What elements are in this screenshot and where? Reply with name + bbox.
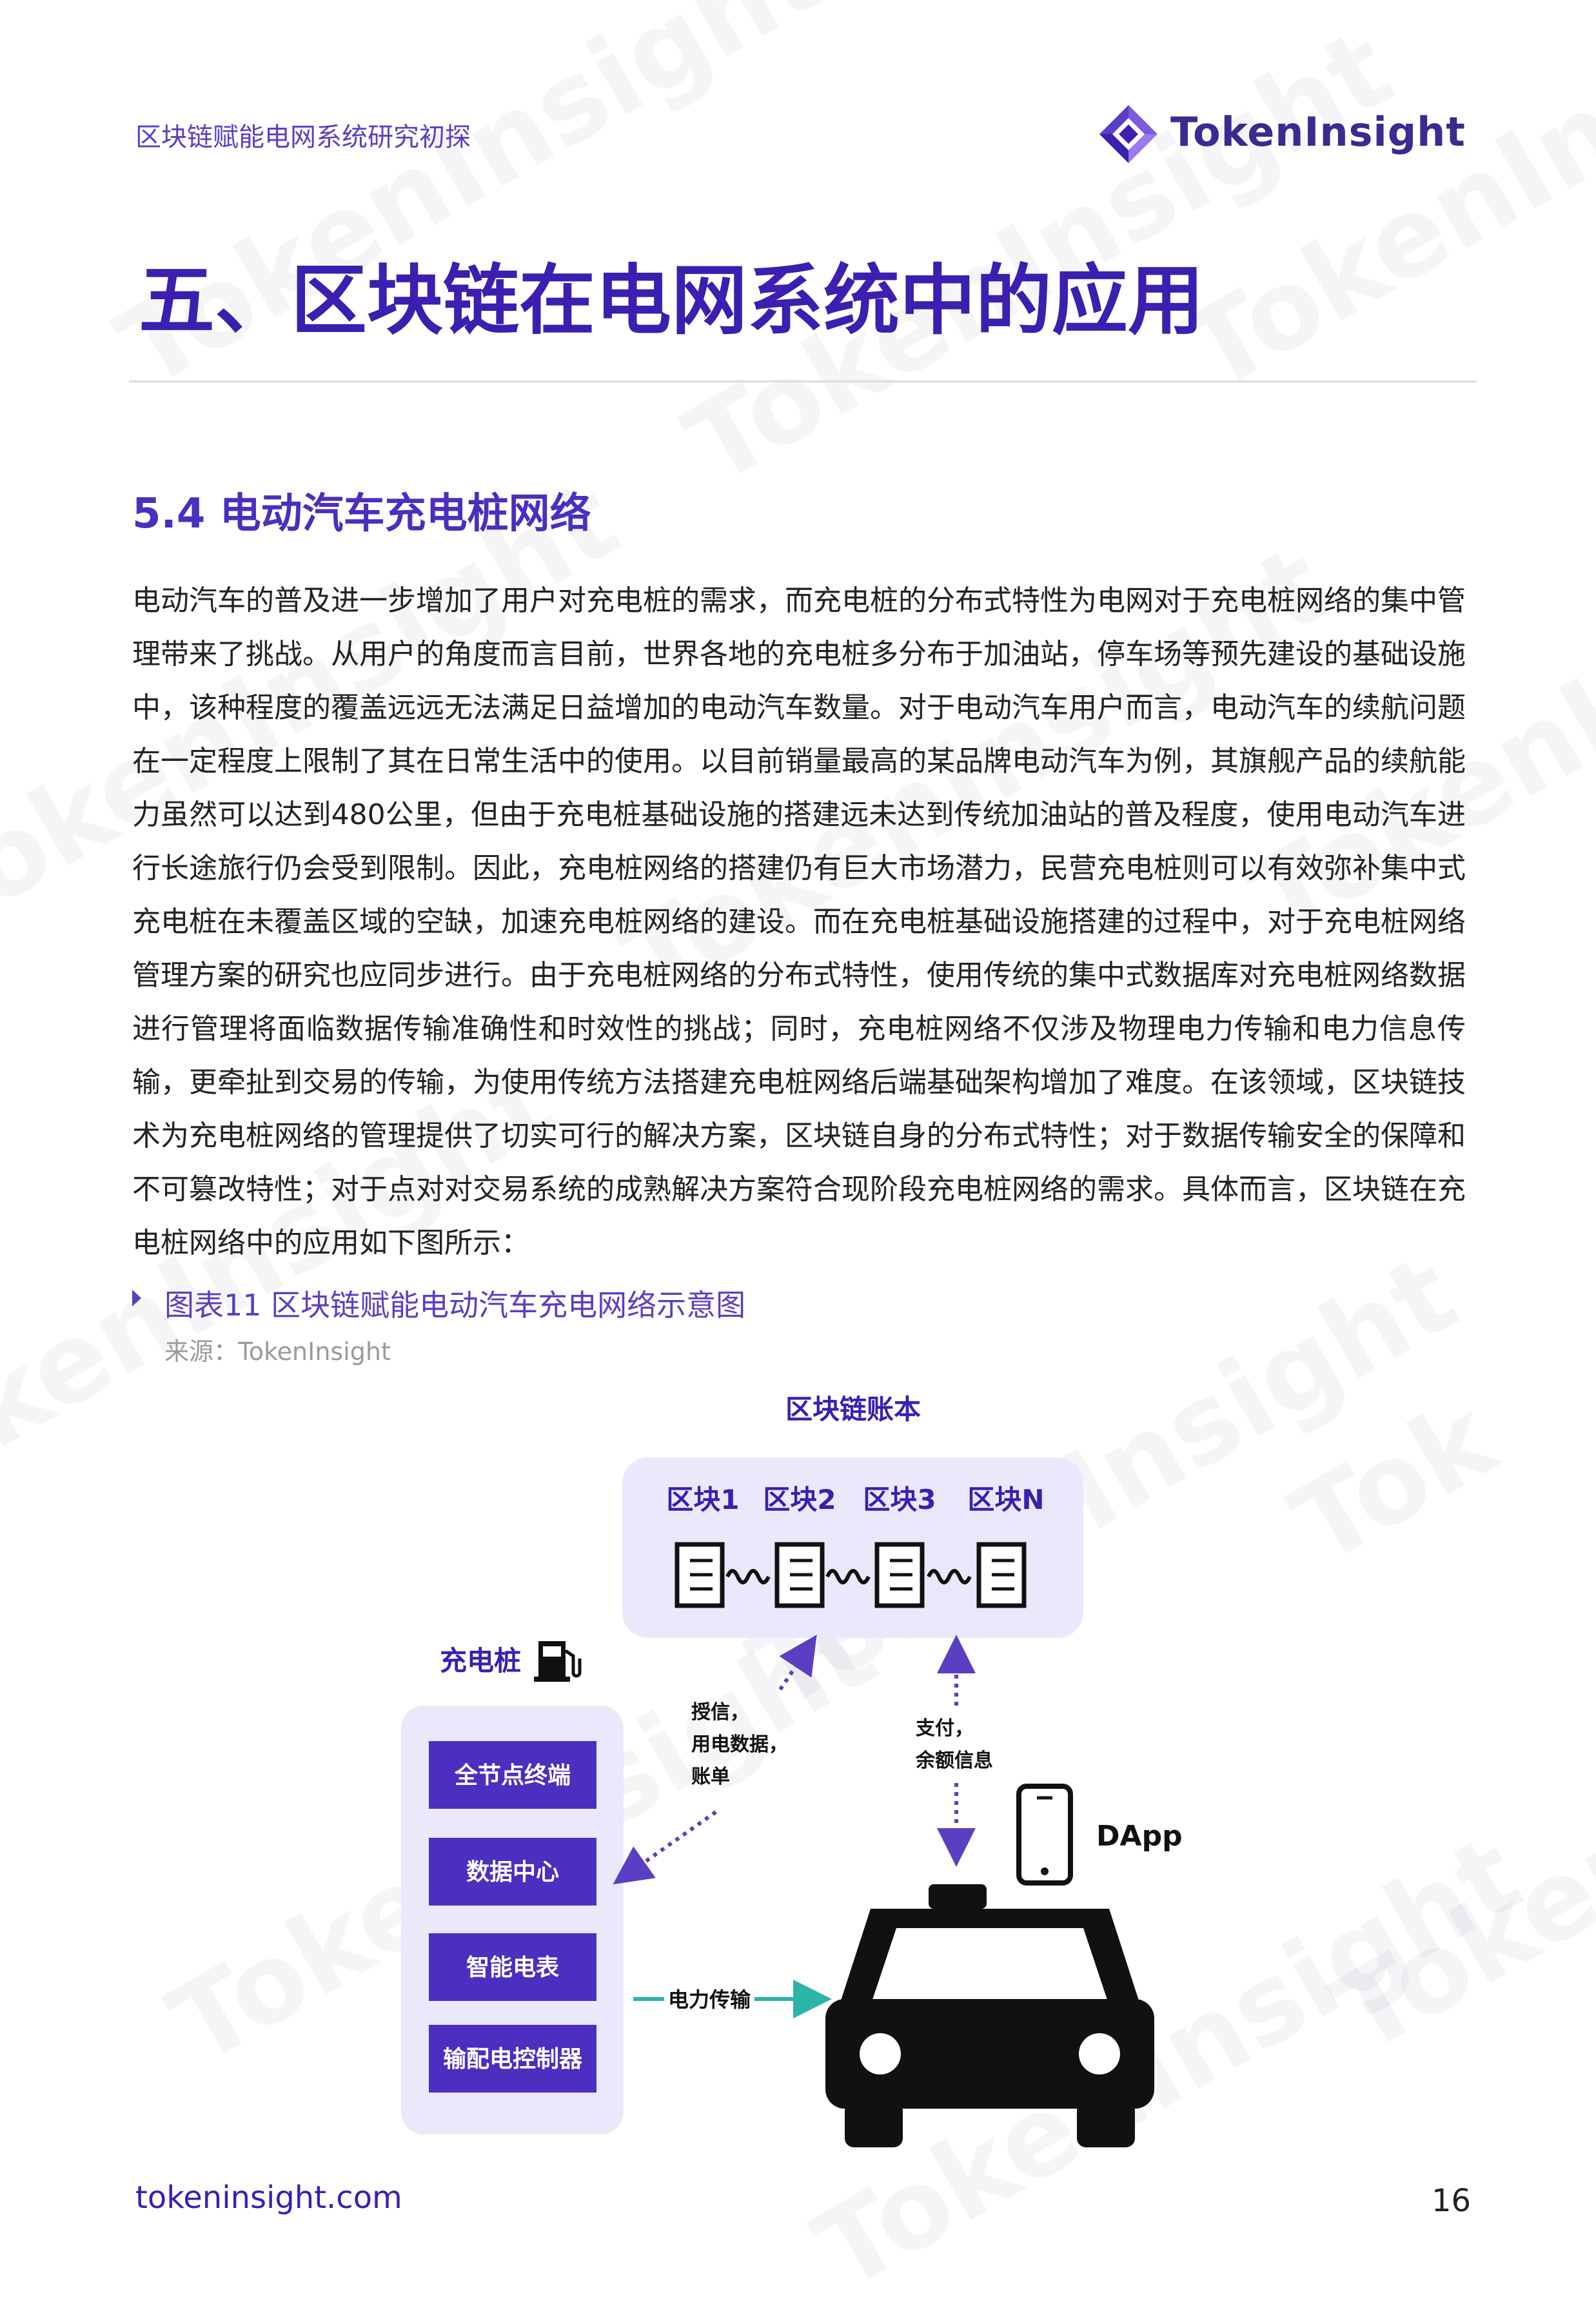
title-divider <box>129 380 1477 382</box>
ledger-title: 区块链账本 <box>785 1394 921 1425</box>
page-number: 16 <box>1432 2183 1472 2219</box>
block-document-icon <box>774 1542 825 1608</box>
taxi-car-icon <box>825 1884 1154 2147</box>
auth-label-line: 用电数据， <box>691 1733 788 1756</box>
auth-arrow-up <box>778 1635 817 1691</box>
dapp-label: DApp <box>1096 1820 1183 1853</box>
chain-link-icon <box>725 1569 972 1584</box>
payment-label-line: 余额信息 <box>915 1749 993 1772</box>
charger-item-box <box>429 2025 596 2093</box>
charger-item-box <box>429 1933 596 2001</box>
watermark: TokenIns <box>1165 34 1596 416</box>
brand-logo-icon <box>1099 105 1158 163</box>
auth-arrow-down <box>613 1810 717 1885</box>
watermark: Tok <box>1272 1375 1517 1590</box>
block-document-icon <box>675 1542 725 1608</box>
section-title: 5.4 电动汽车充电桩网络 <box>132 490 591 538</box>
charger-item-label: 全节点终端 <box>454 1762 571 1789</box>
charger-item-box <box>429 1741 596 1809</box>
charger-title: 充电桩 <box>440 1645 521 1677</box>
ev-charging-diagram: 区块链账本 区块1 区块2 区块3 区块N 充电桩 <box>401 1394 1183 2147</box>
block-label: 区块2 <box>763 1484 836 1515</box>
header-doc-title: 区块链赋能电网系统研究初探 <box>135 123 471 152</box>
smartphone-icon <box>1016 1784 1073 1886</box>
auth-label-line: 账单 <box>691 1766 730 1788</box>
block-label: 区块1 <box>666 1484 739 1515</box>
charger-item-label: 输配电控制器 <box>443 2046 583 2073</box>
ledger-box <box>622 1457 1083 1638</box>
block-document-icon <box>976 1542 1027 1608</box>
watermark: Token <box>1314 1789 1596 2079</box>
caption-triangle-icon <box>132 1290 141 1306</box>
watermark: TokenInsight <box>98 0 845 413</box>
block-document-icon <box>874 1542 925 1608</box>
chapter-title: 五、区块链在电网系统中的应用 <box>139 256 1205 345</box>
power-label: 电力传输 <box>668 1987 751 2012</box>
payment-label-line: 支付， <box>916 1717 974 1740</box>
block-label: 区块3 <box>863 1484 936 1515</box>
brand-name: TokenInsight <box>1170 108 1466 155</box>
charger-item-label: 智能电表 <box>466 1955 559 1981</box>
footer-url[interactable]: tokeninsight.com <box>135 2180 402 2216</box>
fuel-pump-icon <box>534 1641 582 1682</box>
auth-label-line: 授信， <box>691 1701 749 1724</box>
figure-caption: 图表11 区块链赋能电动汽车充电网络示意图 <box>164 1288 746 1323</box>
body-paragraph: 电动汽车的普及进一步增加了用户对充电桩的需求，而充电桩的分布式特性为电网对于充电… <box>132 584 1466 1259</box>
charger-item-label: 数据中心 <box>466 1859 559 1886</box>
block-label: 区块N <box>967 1484 1044 1515</box>
figure-source: 来源：TokenInsight <box>164 1337 391 1366</box>
charger-item-box <box>429 1838 596 1906</box>
